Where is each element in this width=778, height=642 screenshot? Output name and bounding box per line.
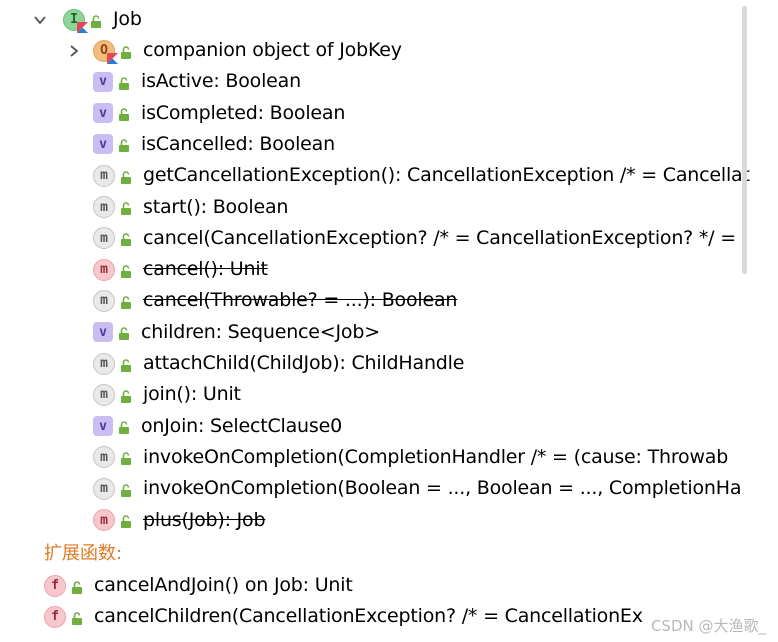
interface-kotlin-icon: I bbox=[63, 8, 88, 33]
tree-item-label: isCancelled: Boolean bbox=[141, 132, 335, 155]
kotlin-mark-icon bbox=[77, 21, 88, 33]
public-lock-icon bbox=[117, 105, 131, 122]
tree-item[interactable]: m cancel(CancellationException? /* = Canc… bbox=[66, 223, 736, 254]
public-lock-icon bbox=[119, 199, 133, 215]
abstract-method-icon: m bbox=[93, 164, 115, 187]
tree-item[interactable]: v isCancelled: Boolean bbox=[66, 129, 335, 160]
tree-item-label: cancelAndJoin() on Job: Unit bbox=[94, 574, 353, 596]
tree-item[interactable]: v isCompleted: Boolean bbox=[66, 98, 345, 129]
abstract-method-icon: m bbox=[93, 227, 115, 250]
tree-item-label: attachChild(ChildJob): ChildHandle bbox=[143, 352, 465, 374]
function-icon: f bbox=[44, 574, 66, 597]
tree-item-label: invokeOnCompletion(Boolean = ..., Boolea… bbox=[143, 477, 742, 500]
abstract-method-icon: m bbox=[93, 352, 115, 375]
property-icon: v bbox=[93, 322, 113, 343]
public-lock-icon bbox=[119, 356, 133, 372]
expand-chevron-down-icon[interactable] bbox=[32, 12, 48, 28]
tree-item-label: Job bbox=[113, 8, 142, 30]
public-lock-icon bbox=[119, 43, 133, 59]
method-icon: m bbox=[93, 509, 115, 531]
tree-item-label: children: Sequence<Job> bbox=[141, 320, 380, 343]
function-icon: f bbox=[44, 605, 66, 628]
public-lock-icon bbox=[119, 230, 133, 247]
public-lock-icon bbox=[117, 74, 131, 90]
object-icon: O bbox=[93, 39, 118, 64]
tree-item-label: isActive: Boolean bbox=[141, 70, 301, 93]
tree-item[interactable]: m cancel(): Unit bbox=[66, 254, 268, 285]
kotlin-mark-icon bbox=[107, 52, 118, 64]
public-lock-icon bbox=[117, 324, 131, 341]
public-lock-icon bbox=[119, 387, 133, 403]
tree-item[interactable]: v isActive: Boolean bbox=[66, 66, 301, 97]
tree-root-job[interactable]: I Job bbox=[32, 4, 142, 35]
tree-item-label: join(): Unit bbox=[143, 383, 241, 406]
property-icon: v bbox=[93, 103, 113, 124]
tree-item-label: cancel(CancellationException? /* = Cance… bbox=[143, 226, 736, 249]
public-lock-icon bbox=[89, 12, 103, 28]
tree-item[interactable]: m join(): Unit bbox=[66, 379, 241, 410]
tree-item[interactable]: m cancel(Throwable? = ...): Boolean bbox=[66, 285, 457, 316]
vertical-scrollbar[interactable] bbox=[742, 6, 747, 274]
public-lock-icon bbox=[119, 449, 133, 466]
tree-item[interactable]: m attachChild(ChildJob): ChildHandle bbox=[66, 348, 464, 379]
tree-item[interactable]: m start(): Boolean bbox=[66, 192, 288, 223]
tree-item[interactable]: m plus(Job): Job bbox=[66, 505, 266, 536]
tree-item-label: invokeOnCompletion(CompletionHandler /* … bbox=[143, 445, 729, 468]
extension-item[interactable]: f cancelAndJoin() on Job: Unit bbox=[44, 570, 353, 601]
public-lock-icon bbox=[119, 481, 133, 497]
public-lock-icon bbox=[119, 168, 133, 184]
property-icon: v bbox=[93, 71, 113, 92]
abstract-method-icon: m bbox=[93, 477, 115, 500]
tree-item-label: cancelChildren(CancellationException? /*… bbox=[94, 605, 643, 628]
extension-item[interactable]: f cancelChildren(CancellationException? /… bbox=[44, 601, 643, 632]
watermark: CSDN @大渔歌_ bbox=[650, 617, 766, 635]
method-icon: m bbox=[93, 258, 115, 281]
tree-item[interactable]: v onJoin: SelectClause0 bbox=[66, 411, 342, 442]
tree-item-label: getCancellationException(): Cancellation… bbox=[143, 164, 750, 187]
tree-item-label: isCompleted: Boolean bbox=[141, 101, 346, 124]
abstract-method-icon: m bbox=[93, 383, 115, 406]
abstract-method-icon: m bbox=[93, 289, 115, 312]
public-lock-icon bbox=[119, 262, 133, 278]
abstract-method-icon: m bbox=[93, 196, 115, 218]
tree-item-label: companion object of JobKey bbox=[143, 39, 402, 61]
tree-item-label: start(): Boolean bbox=[143, 195, 289, 218]
public-lock-icon bbox=[119, 293, 133, 309]
public-lock-icon bbox=[117, 136, 131, 153]
extensions-header: 扩展函数: bbox=[44, 543, 123, 564]
tree-item-label: cancel(Throwable? = ...): Boolean bbox=[143, 289, 458, 312]
property-icon: v bbox=[93, 134, 113, 155]
tree-item-label: plus(Job): Job bbox=[143, 508, 266, 531]
tree-item[interactable]: v children: Sequence<Job> bbox=[66, 317, 380, 348]
collapse-chevron-right-icon[interactable] bbox=[66, 43, 82, 59]
public-lock-icon bbox=[117, 418, 131, 435]
abstract-method-icon: m bbox=[93, 446, 115, 469]
public-lock-icon bbox=[70, 578, 84, 594]
tree-item-label: onJoin: SelectClause0 bbox=[141, 414, 342, 437]
tree-item-label: cancel(): Unit bbox=[143, 258, 268, 281]
tree-item[interactable]: m getCancellationException(): Cancellatio… bbox=[66, 160, 750, 191]
public-lock-icon bbox=[70, 609, 84, 625]
tree-item[interactable]: m invokeOnCompletion(Boolean = ..., Boole… bbox=[66, 473, 741, 504]
property-icon: v bbox=[93, 416, 113, 437]
tree-item[interactable]: m invokeOnCompletion(CompletionHandler /*… bbox=[66, 442, 728, 473]
public-lock-icon bbox=[119, 512, 133, 528]
